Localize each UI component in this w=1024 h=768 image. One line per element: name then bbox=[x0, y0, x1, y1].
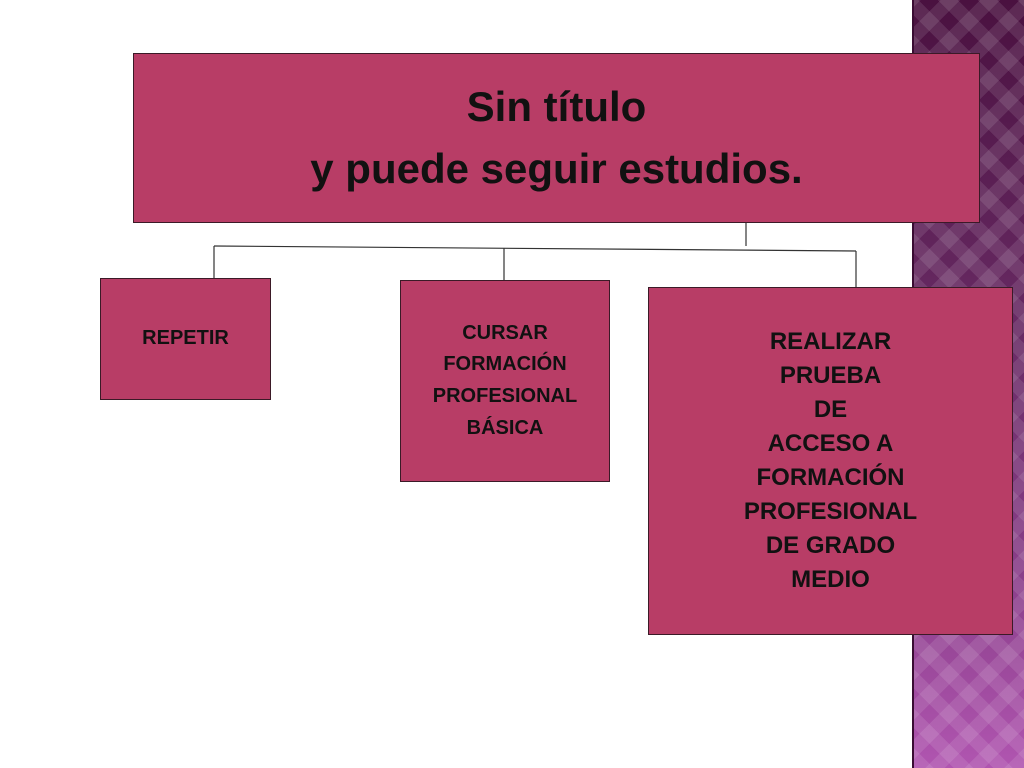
title-line-1: Sin título bbox=[466, 82, 647, 130]
option-cursar-line-4: BÁSICA bbox=[466, 416, 544, 439]
option-box-cursar-fp-basica: CURSAR FORMACIÓN PROFESIONAL BÁSICA bbox=[400, 280, 610, 482]
connector-horizontal bbox=[213, 245, 857, 252]
option-cursar-line-1: CURSAR bbox=[462, 321, 548, 344]
option-prueba-line-5: FORMACIÓN bbox=[756, 464, 905, 491]
option-repetir-line: REPETIR bbox=[142, 327, 229, 350]
option-prueba-line-3: DE bbox=[813, 395, 848, 423]
option-box-prueba-acceso: REALIZAR PRUEBA DE ACCESO A FORMACIÓN PR… bbox=[648, 287, 1013, 635]
title-line-2: y puede seguir estudios. bbox=[310, 145, 803, 192]
option-prueba-line-2: PRUEBA bbox=[779, 361, 882, 389]
option-prueba-line-8: MEDIO bbox=[791, 566, 870, 594]
option-box-repetir: REPETIR bbox=[100, 278, 271, 400]
option-prueba-line-7: DE GRADO bbox=[765, 532, 896, 560]
option-prueba-line-4: ACCESO A bbox=[767, 429, 894, 457]
option-prueba-line-1: REALIZAR bbox=[769, 327, 892, 355]
option-cursar-line-3: PROFESIONAL bbox=[432, 385, 578, 407]
diagram-title-box: Sin título y puede seguir estudios. bbox=[133, 53, 980, 223]
option-cursar-line-2: FORMACIÓN bbox=[443, 353, 567, 376]
option-prueba-line-6: PROFESIONAL bbox=[743, 498, 918, 526]
